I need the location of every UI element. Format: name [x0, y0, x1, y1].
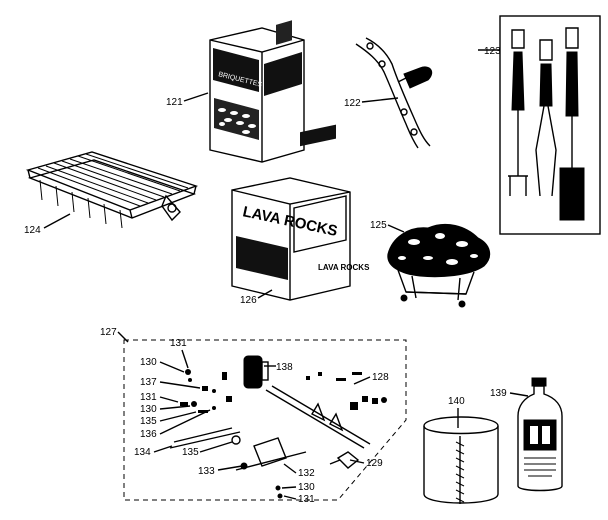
label-126: 126 — [240, 295, 257, 306]
rotisserie-kit-icon — [123, 339, 407, 501]
label-131-a: 130 — [140, 357, 157, 368]
label-132-a: 131 — [170, 338, 187, 349]
label-127: 127 — [100, 327, 117, 338]
cleaner-bottle-icon — [517, 377, 563, 492]
label-135-b: 135 — [182, 447, 199, 458]
label-133: 133 — [198, 466, 215, 477]
briquette-box-icon: BRIQUETTES — [209, 20, 305, 163]
cooking-rack-icon — [25, 151, 199, 229]
grill-tool-set-icon — [499, 15, 601, 235]
label-123: 123 — [484, 46, 501, 57]
label-131-c: 130 — [298, 482, 315, 493]
label-131-b: 130 — [140, 404, 157, 415]
lava-rocks-side-label: LAVA ROCKS — [318, 263, 370, 272]
label-132-b: 131 — [140, 392, 157, 403]
label-138: 138 — [276, 362, 293, 373]
label-135-a: 135 — [140, 416, 157, 427]
label-132-c: 131 — [298, 494, 315, 505]
label-137: 137 — [140, 377, 157, 388]
grid-lifter-icon — [355, 37, 433, 149]
label-124: 124 — [24, 225, 41, 236]
label-140: 140 — [448, 396, 465, 407]
label-128: 128 — [372, 372, 389, 383]
label-129: 129 — [366, 458, 383, 469]
label-130: 132 — [298, 468, 315, 479]
label-136: 136 — [140, 429, 157, 440]
grill-cover-icon — [423, 416, 499, 504]
label-121: 121 — [166, 97, 183, 108]
label-125: 125 — [370, 220, 387, 231]
label-139: 139 — [490, 388, 507, 399]
label-122: 122 — [344, 98, 361, 109]
label-134: 134 — [134, 447, 151, 458]
lava-rock-bucket-icon — [387, 223, 491, 308]
